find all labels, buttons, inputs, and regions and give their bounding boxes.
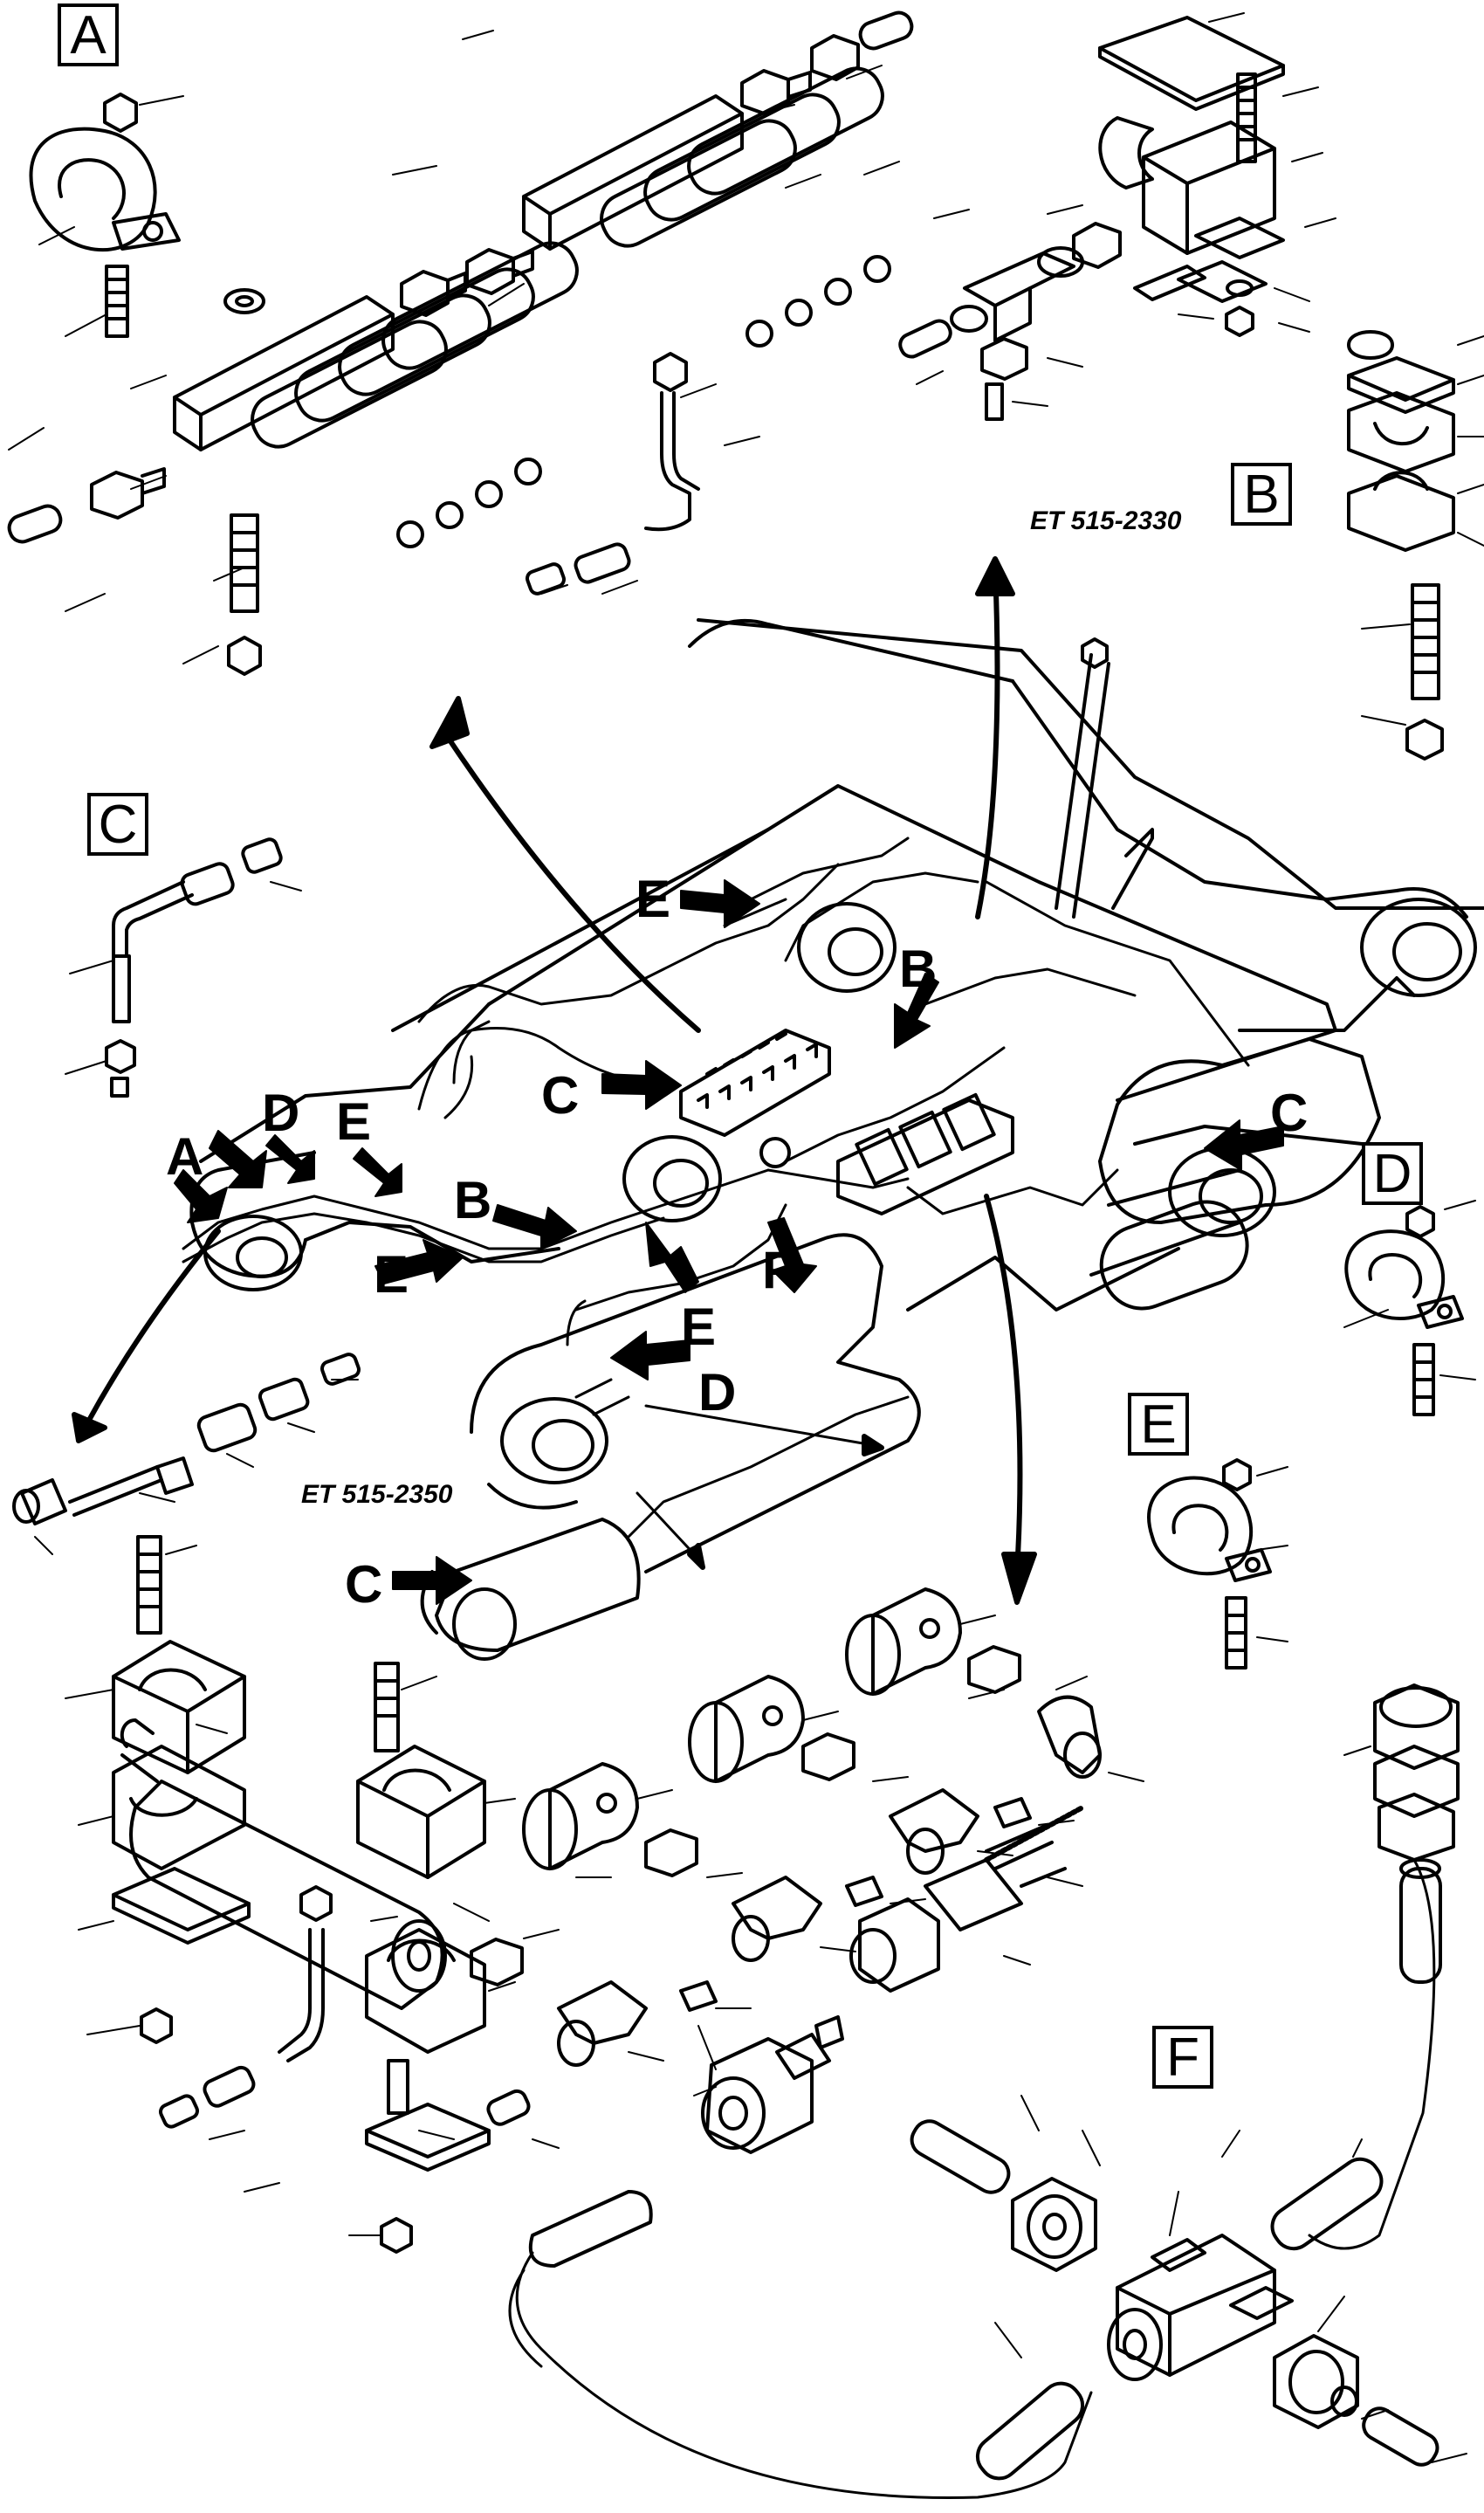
arrow-a2 bbox=[209, 1130, 267, 1188]
tee-body-f bbox=[1116, 2234, 1276, 2377]
callout-b-right: B bbox=[899, 940, 938, 998]
detail-label-d: D bbox=[1362, 1142, 1423, 1205]
callout-arrows bbox=[174, 879, 1284, 1605]
distributor-block-1 bbox=[7, 241, 579, 676]
block-1-stud bbox=[230, 513, 259, 613]
detail-e-clamp bbox=[1147, 1458, 1288, 1670]
top-grease-point bbox=[1081, 637, 1109, 669]
callout-f: F bbox=[762, 1241, 794, 1299]
lower-distributor-assembly bbox=[65, 1535, 516, 2254]
callout-e-top: E bbox=[636, 870, 671, 928]
frame-distributor-block-left bbox=[679, 1029, 831, 1137]
callout-d-lower: D bbox=[698, 1363, 737, 1422]
detail-d-clamp bbox=[1343, 1200, 1476, 1416]
arrow-e3 bbox=[680, 879, 760, 928]
detail-label-f: F bbox=[1152, 2026, 1213, 2089]
arrow-d2 bbox=[610, 1331, 690, 1380]
pipe-clamp-a bbox=[29, 127, 157, 252]
arrow-b2 bbox=[894, 973, 939, 1049]
callout-b-left: B bbox=[454, 1171, 492, 1229]
boom-frame bbox=[182, 618, 1484, 1661]
arrow-b1 bbox=[492, 1204, 577, 1250]
callout-e-upper-left: E bbox=[336, 1092, 372, 1151]
detail-c-fitting-exploded bbox=[12, 1353, 361, 1555]
detail-label-e: E bbox=[1128, 1393, 1189, 1456]
lower-fittings-chain bbox=[453, 1587, 1144, 2149]
hose-crimp bbox=[924, 1858, 1023, 1931]
detail-label-b: B bbox=[1231, 463, 1292, 526]
detail-a-distributor-assembly bbox=[7, 10, 914, 676]
boom-pivot-left bbox=[203, 1215, 303, 1291]
callout-e-center: E bbox=[681, 1298, 717, 1356]
arrow-f bbox=[767, 1217, 817, 1293]
frame-distributor-block-right bbox=[836, 1092, 1014, 1215]
pump-stud bbox=[1236, 72, 1257, 163]
clamp-stud bbox=[105, 265, 129, 338]
detail-c-grease-fitting bbox=[65, 837, 302, 1098]
clamp-nut bbox=[103, 93, 138, 133]
curved-leader-arrows bbox=[72, 556, 1037, 1605]
callout-d-upper: D bbox=[262, 1084, 300, 1142]
tee-junction-f bbox=[759, 1137, 791, 1168]
callout-c-lower: C bbox=[345, 1555, 383, 1614]
arrow-d1 bbox=[265, 1134, 315, 1184]
detail-b-pump-assembly bbox=[898, 12, 1336, 421]
boom-pivot-right bbox=[1360, 898, 1477, 997]
arrow-c1 bbox=[601, 1060, 682, 1110]
reference-et-515-2330: ET 515-2330 bbox=[1030, 506, 1182, 535]
callout-c-center: C bbox=[541, 1066, 580, 1125]
arrow-a bbox=[174, 1169, 228, 1223]
arrow-e2 bbox=[374, 1239, 464, 1284]
arrow-c3 bbox=[392, 1556, 472, 1605]
arrow-c2 bbox=[1204, 1119, 1284, 1171]
pump-body bbox=[1142, 120, 1276, 255]
callout-c-right: C bbox=[1270, 1084, 1309, 1142]
detail-f-tee-assembly bbox=[508, 1683, 1467, 2500]
tee-fitting bbox=[963, 251, 1075, 307]
distributor-block-2 bbox=[465, 10, 914, 596]
pillow-block-assembly bbox=[1347, 330, 1484, 761]
detail-label-a: A bbox=[58, 3, 119, 66]
detail-label-c: C bbox=[87, 793, 148, 856]
arrow-e1 bbox=[353, 1147, 402, 1197]
pillow-stud bbox=[1411, 583, 1440, 700]
callout-e-left: E bbox=[374, 1245, 409, 1304]
callout-a: A bbox=[166, 1127, 204, 1186]
boom-pivot-lower bbox=[500, 1397, 608, 1484]
reference-et-515-2350: ET 515-2350 bbox=[301, 1480, 453, 1509]
arrow-e4 bbox=[645, 1222, 699, 1293]
